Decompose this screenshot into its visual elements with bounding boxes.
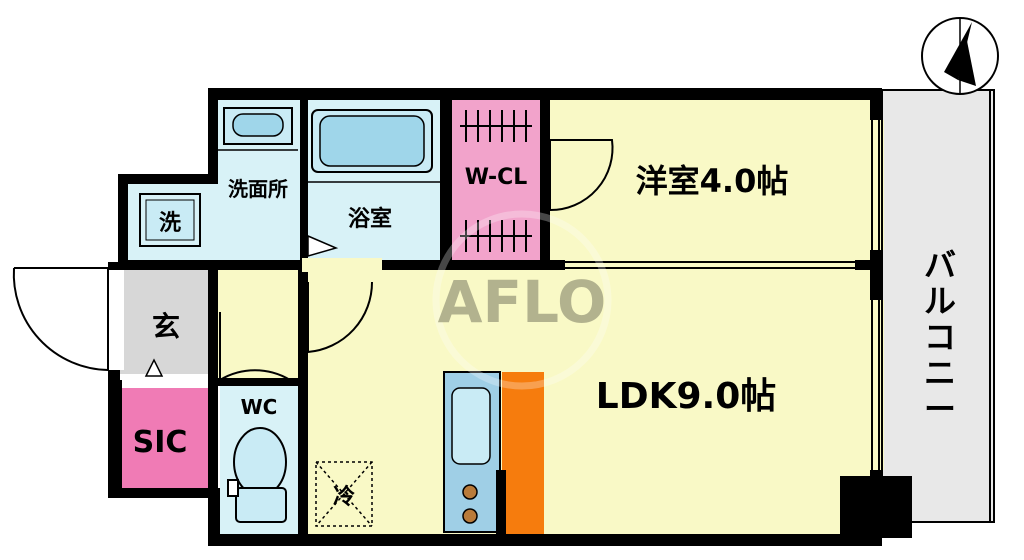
- toilet-fixture: [227, 427, 287, 523]
- stove-burner-2: [462, 508, 478, 524]
- svg-text:ニ: ニ: [924, 354, 956, 392]
- ldk-door-opening: [302, 258, 382, 272]
- svg-text:コ: コ: [924, 318, 956, 356]
- door-swings: [12, 139, 614, 382]
- entrance-fill: [120, 270, 214, 374]
- toilet-label: WC: [241, 395, 278, 419]
- balcony-fill: [882, 90, 994, 522]
- sic-fill: [120, 388, 212, 488]
- bathroom-door-mark: [307, 234, 339, 257]
- watermark: AFLO: [432, 210, 612, 390]
- entrance-hall-fill: [216, 270, 302, 380]
- svg-text:AFLO: AFLO: [438, 268, 607, 336]
- western-room-label: 洋室4.0帖: [636, 162, 789, 200]
- washing-machine-label: 洗: [159, 211, 181, 236]
- kitchen-counter-orange: [502, 372, 544, 534]
- svg-text:バ: バ: [924, 246, 956, 284]
- refrigerator-label: 冷: [333, 484, 355, 510]
- svg-text:ー: ー: [924, 390, 956, 428]
- kitchen-sink: [451, 387, 491, 465]
- balcony-label: バ ル コ ニ ー: [924, 246, 956, 428]
- window-opening-top: [565, 258, 855, 272]
- svg-text:ル: ル: [924, 282, 956, 320]
- ldk-label: LDK9.0帖: [596, 376, 777, 417]
- step-marker: [144, 358, 164, 377]
- bathroom-label: 浴室: [348, 206, 392, 232]
- balcony-outline: [881, 89, 995, 523]
- entrance-label: 玄: [152, 310, 180, 343]
- shoe-closet-label: SIC: [133, 425, 188, 460]
- ldk-fill: [302, 270, 878, 540]
- refrigerator-space: [315, 461, 373, 527]
- closet-hangers: [460, 110, 532, 252]
- stove-burner-1: [462, 484, 478, 500]
- washroom-label: 洗面所: [228, 177, 288, 201]
- walk-in-closet-label: W-CL: [465, 165, 528, 190]
- compass-icon: [921, 17, 999, 95]
